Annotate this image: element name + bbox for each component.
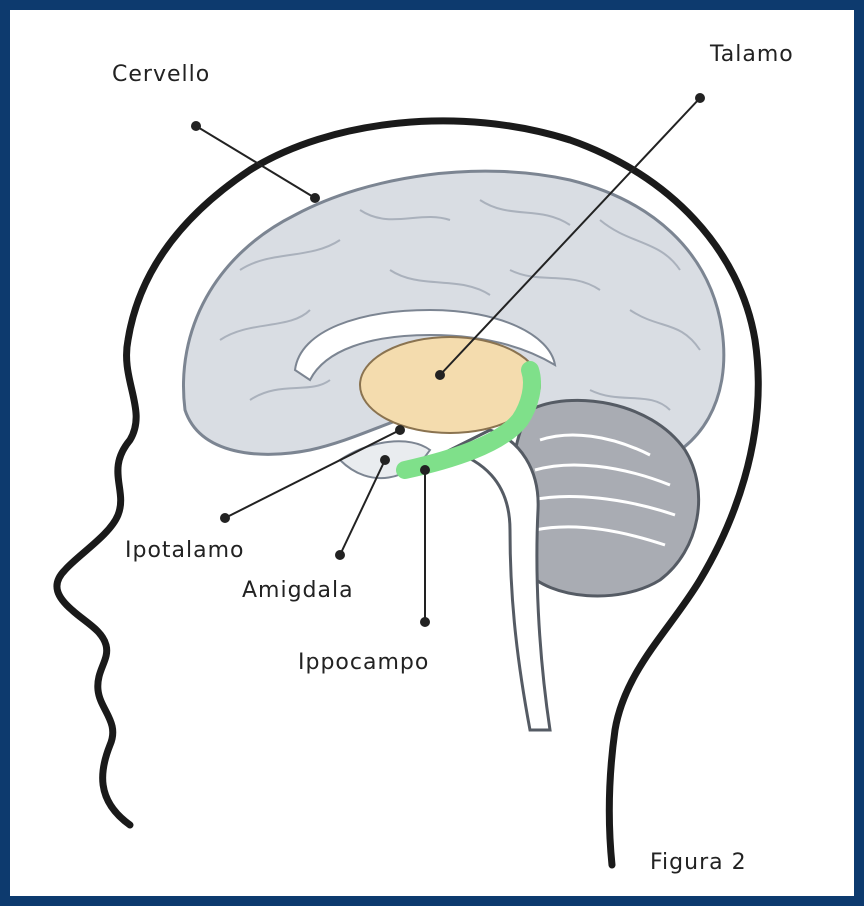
brainstem	[450, 430, 550, 730]
figure-caption: Figura 2	[650, 850, 747, 875]
label-cervello: Cervello	[112, 62, 210, 87]
diagram-frame: Cervello Talamo Ipotalamo Amigdala Ippoc…	[10, 10, 854, 896]
head-brain-illustration	[10, 10, 854, 896]
label-ipotalamo: Ipotalamo	[125, 538, 245, 563]
label-amigdala: Amigdala	[242, 578, 354, 603]
label-ippocampo: Ippocampo	[298, 650, 429, 675]
label-talamo: Talamo	[710, 42, 794, 67]
